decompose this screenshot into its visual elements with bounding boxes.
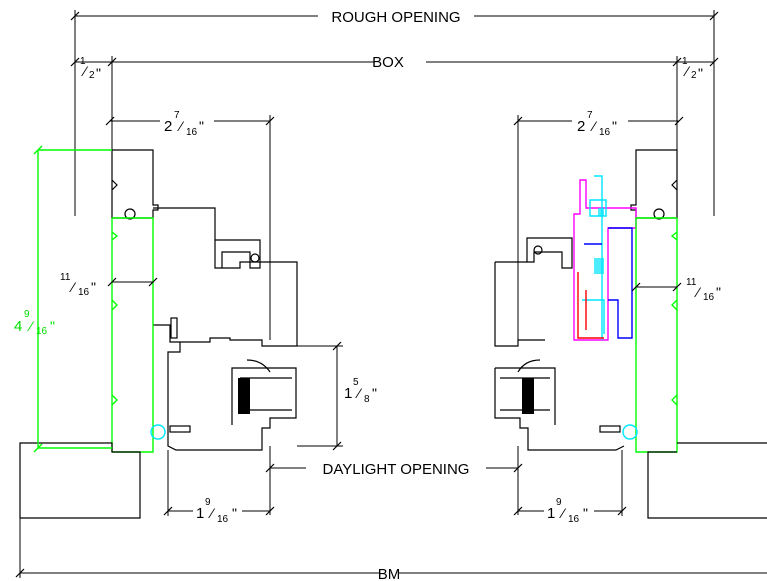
svg-text:": " <box>96 65 101 81</box>
sash-dimension: 1 5 ⁄ 8 " <box>297 341 377 451</box>
height-dimension-green: 4 9 ⁄ 16 " <box>14 145 112 453</box>
svg-text:16: 16 <box>36 326 48 337</box>
svg-text:": " <box>612 118 617 134</box>
right-sill <box>647 442 767 519</box>
bottom-dimension-left: 1 9 ⁄ 16 " <box>163 450 275 525</box>
svg-text:11: 11 <box>686 277 697 288</box>
left-frame <box>111 149 298 451</box>
svg-text:16: 16 <box>568 514 580 525</box>
svg-text:": " <box>716 284 721 300</box>
svg-text:⁄: ⁄ <box>208 505 216 521</box>
svg-text:⁄: ⁄ <box>559 505 567 521</box>
rough-opening-label: ROUGH OPENING <box>331 9 460 26</box>
svg-text:16: 16 <box>186 127 198 138</box>
svg-text:16: 16 <box>703 292 715 303</box>
bm-dimension: BM <box>15 518 767 581</box>
svg-text:2: 2 <box>577 118 585 135</box>
svg-text:⁄: ⁄ <box>694 284 702 300</box>
svg-text:⁄: ⁄ <box>27 318 35 334</box>
svg-text:9: 9 <box>556 497 562 508</box>
jamb-width-left: 11 ⁄ 16 " <box>60 272 158 298</box>
bottom-dimension-right: 1 9 ⁄ 16 " <box>513 450 627 525</box>
svg-text:2: 2 <box>691 70 697 81</box>
svg-text:1: 1 <box>196 505 204 522</box>
svg-text:⁄: ⁄ <box>355 385 363 401</box>
svg-text:⁄: ⁄ <box>81 63 89 79</box>
svg-text:16: 16 <box>217 514 229 525</box>
svg-text:9: 9 <box>205 497 211 508</box>
svg-text:16: 16 <box>78 287 90 298</box>
svg-text:2: 2 <box>89 70 95 81</box>
svg-text:⁄: ⁄ <box>683 63 691 79</box>
right-green-jamb <box>622 217 678 453</box>
svg-text:1: 1 <box>682 56 688 67</box>
half-inch-right: 1 ⁄ 2 " <box>682 56 703 81</box>
svg-text:⁄: ⁄ <box>590 118 598 134</box>
svg-text:4: 4 <box>14 318 22 335</box>
rough-opening-dimension: ROUGH OPENING <box>70 9 719 216</box>
svg-text:": " <box>199 118 204 134</box>
svg-text:11: 11 <box>60 272 71 283</box>
right-frame <box>494 149 678 451</box>
svg-text:7: 7 <box>587 110 593 121</box>
svg-text:": " <box>372 385 377 401</box>
svg-text:⁄: ⁄ <box>177 118 185 134</box>
frame-depth-left: 2 7 ⁄ 16 " <box>105 110 275 340</box>
svg-text:": " <box>232 505 237 521</box>
frame-depth-right: 2 7 ⁄ 16 " <box>513 110 684 340</box>
svg-text:7: 7 <box>174 110 180 121</box>
svg-text:": " <box>50 318 55 334</box>
svg-text:2: 2 <box>164 118 172 135</box>
right-hardware-colored <box>573 175 637 341</box>
half-inch-left: 1 ⁄ 2 " <box>80 56 101 81</box>
svg-text:": " <box>583 505 588 521</box>
bm-label: BM <box>378 566 401 581</box>
svg-text:": " <box>91 279 96 295</box>
box-dimension: BOX <box>70 54 719 150</box>
svg-text:⁄: ⁄ <box>69 279 77 295</box>
svg-text:1: 1 <box>80 56 86 67</box>
svg-text:9: 9 <box>24 309 30 320</box>
box-label: BOX <box>372 54 404 71</box>
svg-text:1: 1 <box>344 385 352 402</box>
left-sill <box>19 442 141 519</box>
svg-text:16: 16 <box>599 127 611 138</box>
svg-text:5: 5 <box>353 377 359 388</box>
left-green-jamb <box>111 217 166 453</box>
daylight-opening-dimension: DAYLIGHT OPENING <box>265 446 523 515</box>
svg-text:": " <box>698 65 703 81</box>
daylight-opening-label: DAYLIGHT OPENING <box>323 461 470 478</box>
svg-text:8: 8 <box>364 394 370 405</box>
jamb-width-right: 11 ⁄ 16 " <box>631 277 721 303</box>
svg-text:1: 1 <box>547 505 555 522</box>
